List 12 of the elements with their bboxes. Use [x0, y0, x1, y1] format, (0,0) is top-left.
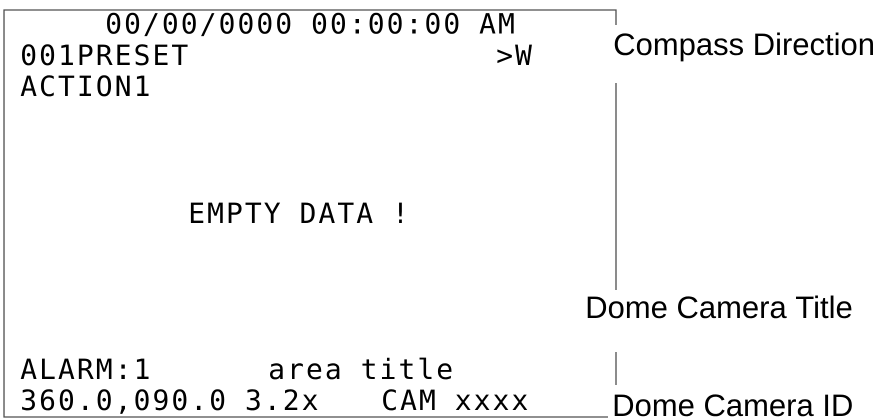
callout-label: Dome Camera Title: [588, 296, 852, 318]
action-text: ACTION1: [20, 75, 149, 96]
preset-text: 001PRESET: [22, 44, 188, 66]
message-text: EMPTY DATA !: [190, 202, 402, 223]
position-text: 360.0,090.0 3.2x: [22, 389, 318, 414]
callout-label: Dome Camera ID: [614, 394, 852, 416]
camera-id-text: CAM xxxx: [383, 389, 528, 410]
callout-label: Compass Direction: [614, 32, 873, 62]
alarm-text: ALARM:1: [20, 358, 149, 379]
area-title-text: area title: [270, 358, 452, 380]
compass-text: >W: [497, 44, 532, 65]
date-time-text: 00/00/0000 00:00:00 AM: [107, 12, 514, 36]
